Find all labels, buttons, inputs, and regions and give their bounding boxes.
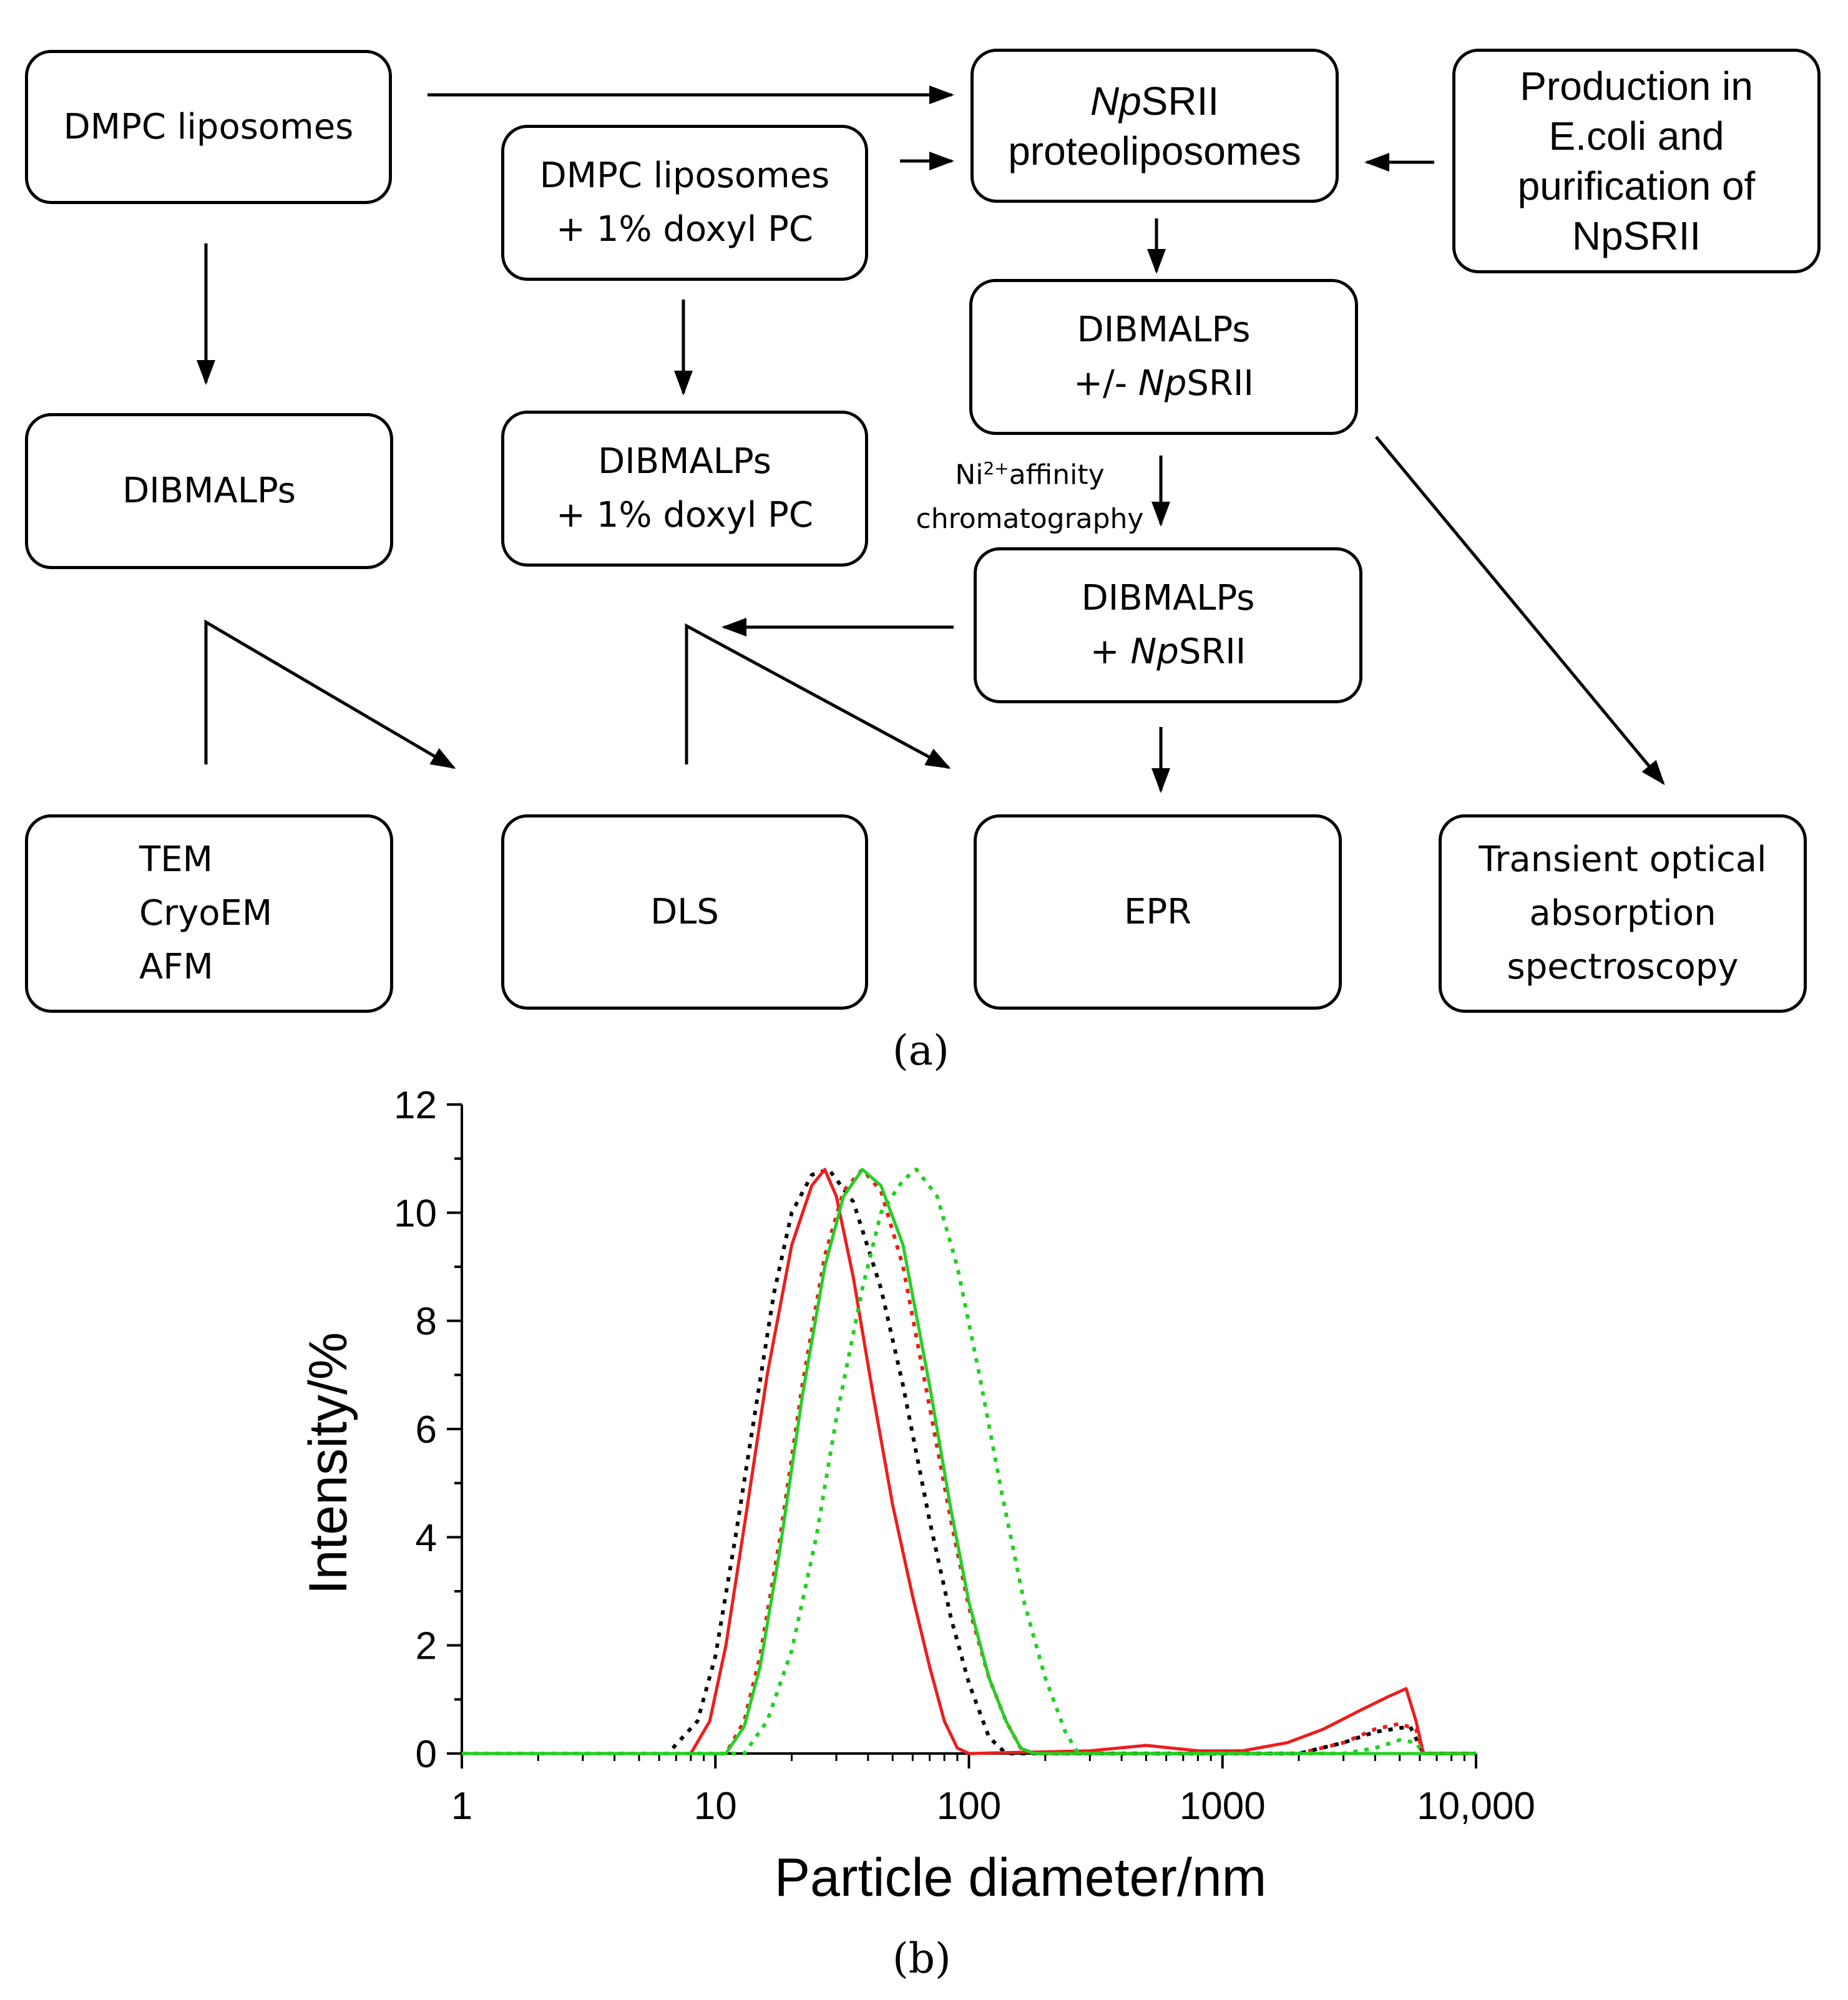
x-tick-label: 10,000	[1417, 1785, 1535, 1828]
node-tem-cryoem-afm: TEM CryoEM AFM	[25, 814, 393, 1013]
node-epr: EPR	[974, 814, 1342, 1010]
node-text: DIBMALPs	[598, 441, 771, 482]
chart-axes: 0 2 4 6 8 10 12 1 10 100 1000 10,000	[394, 1084, 1535, 1828]
node-dmpc-doxyl: DMPC liposomes + 1% doxyl PC	[501, 125, 868, 281]
node-production: Production in E.coli and purification of…	[1452, 49, 1821, 273]
ni-symbol: Ni	[955, 459, 984, 491]
y-tick-label: 8	[416, 1300, 437, 1344]
node-text: TEM	[139, 839, 213, 880]
ni-affinity-line1: Ni2+affinity	[911, 447, 1148, 497]
node-text-prefix: +/-	[1073, 363, 1138, 404]
node-text: +/- NpSRII	[1073, 357, 1254, 411]
italic-np: Np	[1130, 632, 1179, 672]
y-tick-label: 2	[416, 1625, 437, 1668]
node-text: proteoliposomes	[1008, 128, 1301, 173]
series-line-1	[462, 1168, 1476, 1755]
y-tick-label: 4	[416, 1516, 437, 1559]
node-text: AFM	[139, 947, 213, 987]
x-tick-label: 1000	[1180, 1785, 1266, 1828]
node-dibmalps-plusminus: DIBMALPs +/- NpSRII	[969, 279, 1358, 435]
node-dibmalps-doxyl: DIBMALPs + 1% doxyl PC	[501, 411, 868, 567]
caption-a: (a)	[892, 1027, 949, 1075]
y-axis-label: Intensity/%	[298, 1332, 358, 1595]
node-text: EPR	[1123, 891, 1192, 932]
node-text: DLS	[650, 891, 719, 932]
dls-size-distribution-chart: 0 2 4 6 8 10 12 1 10 100 1000 10,000 Intensity/% Pa…	[298, 1084, 1535, 1908]
y-tick-label: 0	[416, 1733, 437, 1776]
node-text: + 1% doxyl PC	[556, 209, 813, 250]
node-np-proteoliposomes: NpSRII proteoliposomes	[970, 49, 1339, 203]
ni-affinity-line2: chromatography	[916, 502, 1144, 535]
node-dibmalps-left: DIBMALPs	[25, 413, 393, 569]
node-text: spectroscopy	[1507, 947, 1739, 987]
node-dmpc-liposomes: DMPC liposomes	[25, 50, 392, 204]
node-text: DMPC liposomes	[63, 106, 354, 147]
italic-np: Np	[1090, 78, 1142, 124]
ni-affinity-label: Ni2+affinity chromatography	[911, 447, 1148, 541]
node-text: DIBMALPs	[1077, 310, 1251, 350]
arrow-left-branch-split	[204, 619, 456, 769]
node-text: + 1% doxyl PC	[556, 495, 813, 535]
x-axis-label: Particle diameter/nm	[775, 1848, 1267, 1908]
caption-b: (b)	[892, 1934, 951, 1983]
x-tick-label: 1	[451, 1785, 472, 1828]
arrow-mid-branch-split	[685, 623, 951, 769]
node-text: Production in	[1520, 64, 1753, 109]
node-text: CryoEM	[139, 893, 273, 934]
node-text: DMPC liposomes	[539, 155, 830, 196]
flow-arrows	[197, 85, 1665, 793]
ni-charge: 2+	[983, 458, 1009, 479]
node-text-suffix: SRII	[1178, 632, 1246, 672]
node-dibmalps-np: DIBMALPs + NpSRII	[974, 547, 1362, 703]
node-text-suffix: SRII	[1141, 78, 1220, 124]
series-line-5	[462, 1168, 1476, 1755]
node-text: NpSRII	[1572, 213, 1701, 258]
node-text: + NpSRII	[1090, 625, 1246, 679]
node-text: Transient optical	[1479, 839, 1767, 880]
chart-series	[462, 1168, 1476, 1755]
series-line-3	[462, 1168, 1476, 1755]
node-text-suffix: SRII	[1186, 363, 1254, 404]
node-text-prefix: +	[1090, 632, 1131, 672]
node-text: E.coli and	[1548, 114, 1724, 159]
node-transient-optical: Transient optical absorption spectroscop…	[1439, 814, 1807, 1013]
node-text: purification of	[1517, 163, 1756, 208]
node-text: absorption	[1529, 893, 1716, 934]
node-text: DIBMALPs	[1081, 578, 1255, 618]
series-line-4	[462, 1168, 1476, 1755]
x-tick-label: 10	[694, 1785, 737, 1828]
x-tick-label: 100	[937, 1785, 1001, 1828]
y-tick-label: 10	[394, 1192, 437, 1235]
node-dls: DLS	[501, 814, 868, 1010]
y-tick-label: 12	[394, 1084, 437, 1127]
series-line-2	[462, 1168, 1476, 1755]
affinity-text: affinity	[1009, 459, 1105, 491]
node-text: NpSRII	[1090, 76, 1219, 126]
italic-np: Np	[1138, 363, 1187, 404]
node-text: DIBMALPs	[122, 471, 296, 511]
arrow-pm-to-toas	[1375, 436, 1665, 786]
y-tick-label: 6	[416, 1408, 437, 1451]
